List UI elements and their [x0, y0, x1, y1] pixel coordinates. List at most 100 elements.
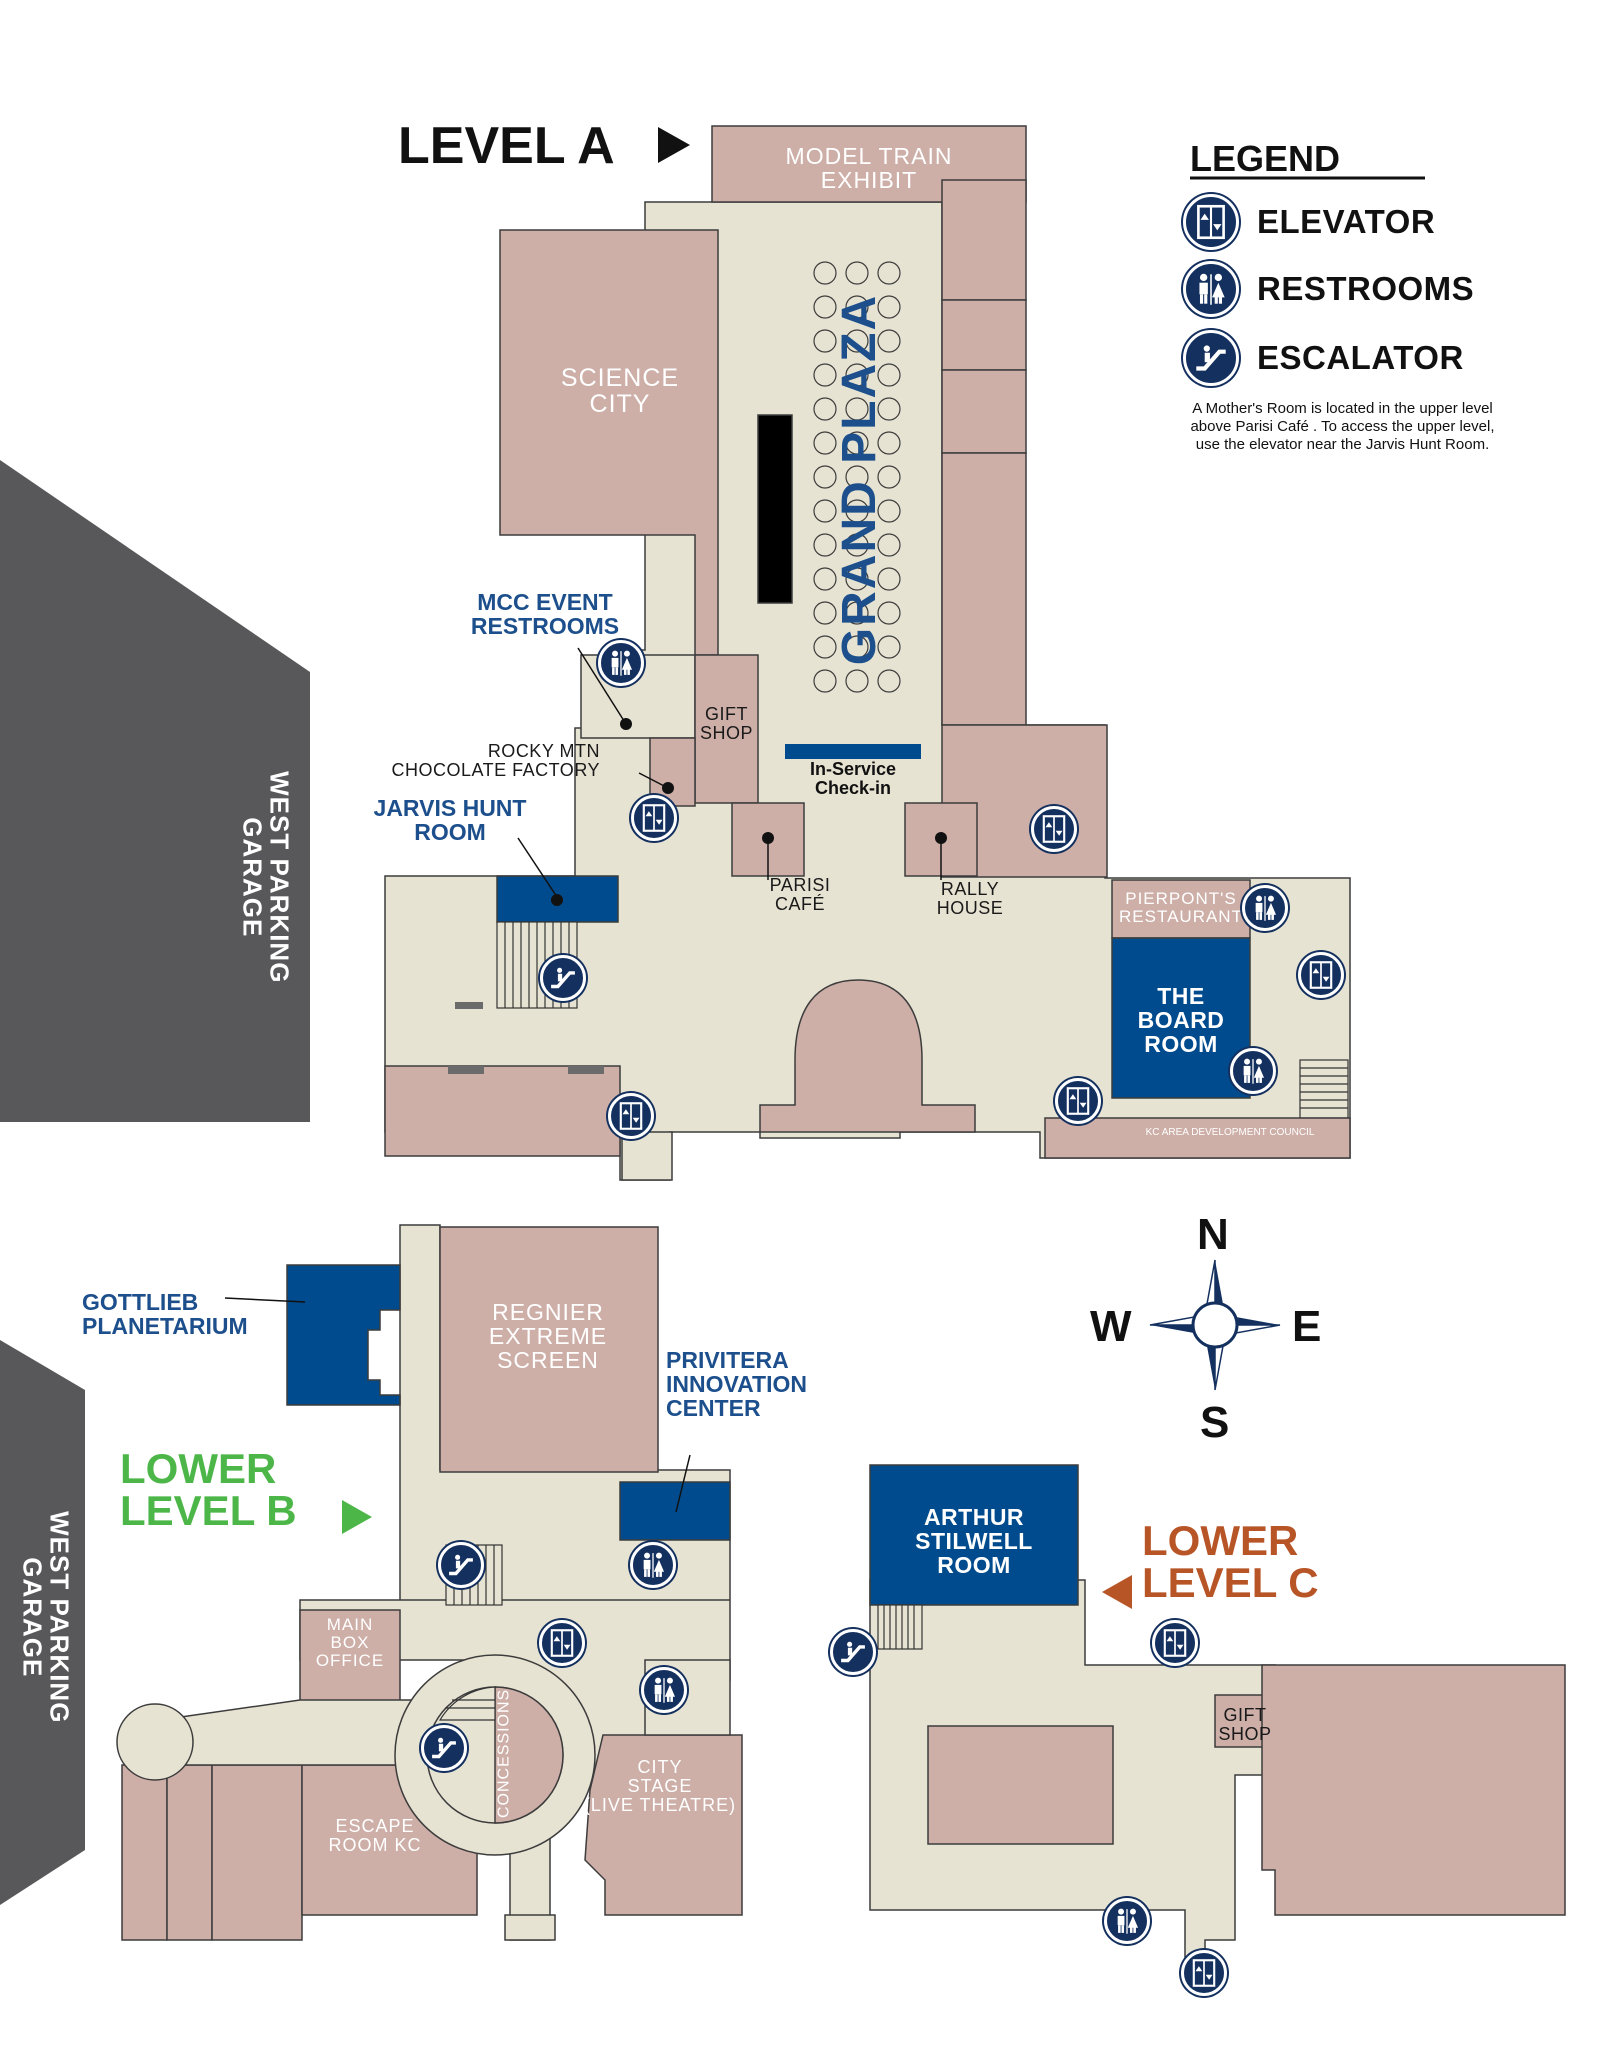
regnier-extreme-screen [439, 1226, 659, 1473]
elevator-icon [1181, 1950, 1227, 1996]
plaza-table [813, 567, 837, 591]
plaza-table [813, 533, 837, 557]
plaza-table [813, 465, 837, 489]
b-west-room-2 [166, 1764, 213, 1941]
mcc-line1: MCC EVENT [477, 589, 613, 615]
gift-shop-c-line1: GIFT [1223, 1705, 1267, 1725]
model-train-label: MODEL TRAIN EXHIBIT [712, 144, 1026, 192]
c-east-complex [1261, 1664, 1566, 1916]
box-office-line2: BOX [330, 1632, 370, 1652]
pierpont-line1: PIERPONT'S [1125, 889, 1237, 908]
plaza-table [813, 261, 837, 285]
arthur-line2: STILWELL [915, 1528, 1033, 1555]
privitera-innovation-center [619, 1481, 731, 1541]
gottlieb-label: GOTTLIEB PLANETARIUM [82, 1290, 248, 1338]
restroom-icon [1104, 1898, 1150, 1944]
regnier-line3: SCREEN [497, 1347, 599, 1374]
elevator-icon [608, 1093, 654, 1139]
elevator-icon [1298, 952, 1344, 998]
regnier-line2: EXTREME [488, 1323, 608, 1350]
b-south-exit [504, 1914, 556, 1941]
level-b-arrow [342, 1500, 372, 1534]
escape-room-label: ESCAPE ROOM KC [300, 1817, 450, 1855]
level-a-title: LEVEL A [398, 117, 615, 175]
science-city-line1: SCIENCE [560, 364, 680, 392]
west-dark-3 [455, 1002, 483, 1009]
plaza-table [877, 431, 901, 455]
b-west-corridor [159, 1699, 421, 1766]
plaza-table [877, 533, 901, 557]
plaza-tables [813, 261, 901, 693]
legend-elevator: ELEVATOR [1183, 194, 1435, 250]
east-room-5 [941, 724, 1108, 878]
plaza-table [813, 363, 837, 387]
plaza-table [877, 601, 901, 625]
escape-line2: ROOM KC [328, 1834, 422, 1855]
elevator-icon [1031, 806, 1077, 852]
check-in-line1: In-Service [809, 759, 897, 779]
board-line3: ROOM [1144, 1031, 1218, 1058]
east-room-4 [941, 452, 1027, 726]
regnier-label: REGNIER EXTREME SCREEN [458, 1299, 638, 1374]
rocky-line1: ROCKY MTN [487, 741, 600, 761]
compass-rose [1149, 1259, 1281, 1391]
regnier-line1: REGNIER [492, 1299, 604, 1325]
privitera-line2: INNOVATION [666, 1371, 807, 1398]
plaza-table [845, 295, 869, 319]
city-stage-line2: STAGE [627, 1775, 693, 1796]
gift-shop-c-line2: SHOP [1218, 1723, 1272, 1744]
level-a-arrow [658, 127, 690, 163]
rally-line1: RALLY [940, 879, 1000, 899]
c-center-room [927, 1725, 1114, 1845]
check-in-label: In-Service Check-in [775, 760, 931, 798]
elevator-icon [1055, 1078, 1101, 1124]
compass-s: S [1200, 1398, 1230, 1447]
level-b-title-line1: LOWER [120, 1445, 277, 1492]
box-office-line1: MAIN [326, 1615, 374, 1634]
city-stage-line1: CITY [637, 1757, 683, 1777]
plaza-table [845, 397, 869, 421]
city-stage-label: CITY STAGE (LIVE THEATRE) [580, 1758, 740, 1815]
level-b-floorplan [116, 1224, 743, 1941]
restrooms-icon [1183, 261, 1239, 317]
legend-note: A Mother's Room is located in the upper … [1190, 400, 1495, 453]
model-train-line1: MODEL TRAIN [785, 143, 953, 169]
plaza-table [813, 431, 837, 455]
elevator-icon [539, 1620, 585, 1666]
rally-house-label: RALLY HOUSE [920, 880, 1020, 918]
plaza-table [813, 499, 837, 523]
level-c-floorplan [869, 1464, 1566, 1971]
plaza-table [877, 261, 901, 285]
plaza-table [813, 635, 837, 659]
plaza-table [845, 635, 869, 659]
box-office-label: MAIN BOX OFFICE [300, 1616, 400, 1670]
legend-elevator-label: ELEVATOR [1257, 203, 1436, 240]
garage-upper-line2: GARAGE [237, 817, 267, 938]
arthur-line3: ROOM [937, 1552, 1011, 1579]
south-lobby-a [621, 1131, 673, 1181]
elevator-icon [631, 795, 677, 841]
compass-n: N [1197, 1210, 1229, 1259]
plaza-table [877, 363, 901, 387]
escape-line1: ESCAPE [335, 1816, 415, 1836]
kc-council-room [1044, 1117, 1351, 1159]
rocky-line2: CHOCOLATE FACTORY [391, 759, 600, 780]
science-city-label: SCIENCE CITY [540, 365, 700, 418]
privitera-line1: PRIVITERA [666, 1347, 789, 1373]
b-west-room-1 [121, 1764, 168, 1941]
plaza-table [845, 465, 869, 489]
escalator-icon [540, 955, 586, 1001]
legend-title: LEGEND [1190, 138, 1341, 179]
jarvis-line2: ROOM [414, 819, 486, 846]
plaza-table [813, 601, 837, 625]
legend-restrooms-label: RESTROOMS [1257, 270, 1475, 307]
c-gift-shop [1214, 1694, 1264, 1748]
escalator-icon [1183, 330, 1239, 386]
west-dark-2 [568, 1066, 604, 1074]
board-room [1111, 937, 1251, 1099]
plaza-table [813, 329, 837, 353]
plaza-table [845, 601, 869, 625]
gift-shop-a [694, 654, 759, 804]
east-room-2 [941, 299, 1027, 371]
jarvis-line1: JARVIS HUNT [373, 795, 527, 821]
